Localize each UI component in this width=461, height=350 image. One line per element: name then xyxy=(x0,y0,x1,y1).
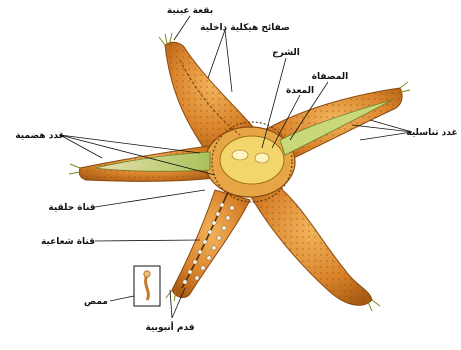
label-ring-canal: قناة حلقية xyxy=(48,203,95,213)
label-stomach: المعدة xyxy=(286,86,314,96)
sucker-inset xyxy=(134,266,160,306)
label-skeletal-plates: صفائح هيكلية داخلية xyxy=(200,23,290,33)
label-digestive-glands: غدد هضمية xyxy=(15,131,64,141)
label-gonads: غدد تناسلية xyxy=(406,128,457,138)
label-sucker: ممص xyxy=(84,297,108,307)
label-sieve-plate: المصفاة xyxy=(312,72,349,82)
label-radial-canal: قناة شعاعية xyxy=(41,237,95,247)
label-tube-feet: قدم أنبوبية xyxy=(145,321,194,333)
label-anus: الشرج xyxy=(272,48,300,58)
label-eyespot: بقعة عينية xyxy=(167,6,213,16)
